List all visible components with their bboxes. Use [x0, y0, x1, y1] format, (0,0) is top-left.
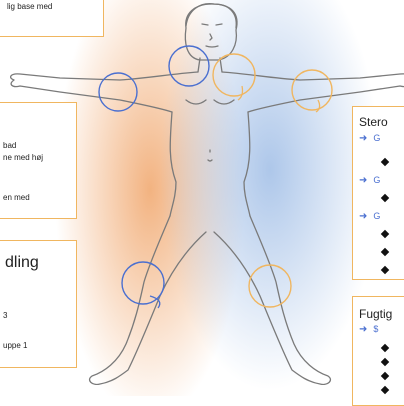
- arrow-list-text: G: [373, 211, 380, 221]
- diamond-bullet-icon: [381, 248, 389, 256]
- diamond-bullet-icon: [381, 158, 389, 166]
- diamond-bullet-icon: [381, 344, 389, 352]
- diamond-bullet-icon: [381, 386, 389, 394]
- diamond-bullet-icon: [381, 372, 389, 380]
- info-box-low-left: dling 3 uppe 1: [0, 240, 77, 368]
- ring-left-elbow: [99, 73, 137, 111]
- arrow-list-item: ➜G: [359, 175, 380, 186]
- info-box-title: Fugtig: [359, 307, 392, 321]
- arrow-right-elbow: [316, 100, 320, 112]
- info-box-top-left-text: lig base med: [7, 2, 52, 11]
- hair-outline: [186, 4, 236, 28]
- ring-right-elbow: [292, 70, 332, 110]
- arrow-list-text: $: [373, 324, 378, 334]
- diamond-bullet-icon: [381, 194, 389, 202]
- info-box-title: Stero: [359, 115, 388, 129]
- right-arrow-icon: ➜: [359, 175, 367, 186]
- info-line: uppe 1: [3, 341, 27, 350]
- arrow-list-text: G: [373, 133, 380, 143]
- diamond-bullet-icon: [381, 358, 389, 366]
- info-box-top-left: lig base med: [0, 0, 104, 37]
- arrow-list-item: ➜G: [359, 211, 380, 222]
- arrow-chest: [238, 86, 243, 100]
- right-arrow-icon: ➜: [359, 324, 367, 335]
- ring-left-knee: [122, 262, 164, 304]
- arrow-list-text: G: [373, 175, 380, 185]
- info-box-title: dling: [5, 254, 39, 272]
- right-leg-outline: [214, 216, 330, 384]
- diamond-bullet-icon: [381, 230, 389, 238]
- info-box-mid-left: bad ne med høj en med: [0, 102, 77, 219]
- right-arrow-icon: ➜: [359, 211, 367, 222]
- info-line: bad: [3, 141, 16, 150]
- chest-details: [186, 100, 234, 161]
- info-box-fugtig: Fugtig ➜$: [352, 296, 404, 406]
- arrow-list-item: ➜$: [359, 324, 378, 335]
- info-line: ne med høj: [3, 153, 43, 162]
- head-outline: [185, 4, 237, 60]
- right-arrow-icon: ➜: [359, 133, 367, 144]
- face-details: [202, 24, 222, 47]
- torso-outline: [170, 112, 250, 216]
- arrow-list-item: ➜G: [359, 133, 380, 144]
- info-box-steroid: Stero ➜G ➜G ➜G: [352, 106, 404, 280]
- info-line: 3: [3, 311, 7, 320]
- left-leg-outline: [90, 216, 206, 384]
- info-line: en med: [3, 193, 30, 202]
- diamond-bullet-icon: [381, 266, 389, 274]
